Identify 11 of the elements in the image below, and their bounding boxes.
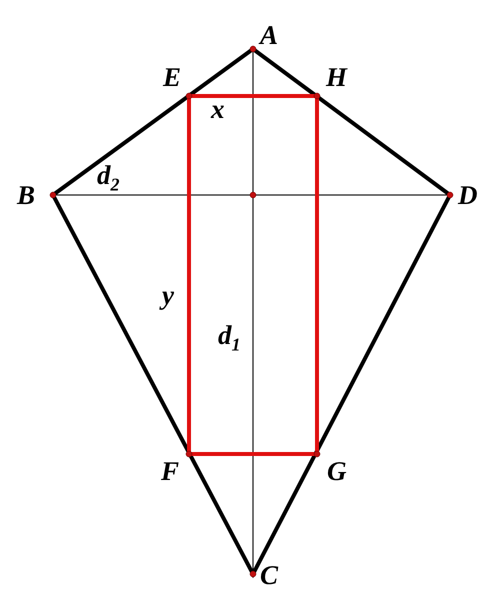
point-label: D [458, 180, 478, 210]
point-label: F [161, 456, 180, 486]
point-label: C [260, 560, 278, 590]
point-label: E [163, 62, 182, 92]
point-label: A [260, 20, 278, 50]
point-label: H [326, 62, 348, 92]
variable-label: d$_{1}$ [218, 320, 240, 356]
variable-label: x [211, 94, 224, 124]
point-label: B [17, 180, 36, 210]
variable-label: d$_{2}$ [97, 160, 120, 196]
point-label: G [327, 456, 346, 486]
